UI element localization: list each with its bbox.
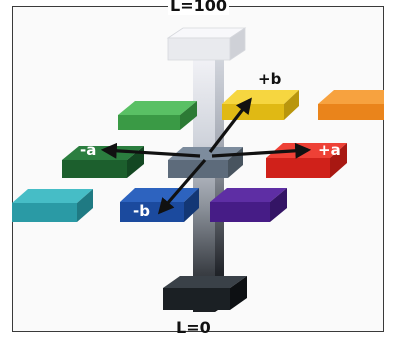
slab-blue bbox=[120, 188, 199, 222]
slab-orange bbox=[318, 90, 384, 120]
slab-black bbox=[163, 276, 247, 310]
label-plus-a: +a bbox=[318, 141, 341, 159]
slab-violet bbox=[210, 188, 287, 222]
label-minus-a: -a bbox=[80, 141, 97, 159]
axis-minus-a-arrow bbox=[100, 142, 201, 159]
axis-arrows bbox=[100, 97, 312, 215]
slab-white bbox=[166, 27, 247, 61]
slab-teal bbox=[12, 189, 93, 222]
lightness-column bbox=[193, 46, 224, 312]
label-l-0: L=0 bbox=[176, 318, 211, 337]
axis-plus-b-arrow bbox=[208, 97, 252, 153]
label-plus-b: +b bbox=[258, 70, 282, 88]
label-l-100: L=100 bbox=[168, 0, 229, 15]
slab-green-top bbox=[118, 101, 197, 115]
axis-plus-a-arrow bbox=[211, 142, 312, 159]
center-gray-cube bbox=[168, 147, 243, 178]
label-minus-b: -b bbox=[133, 202, 150, 220]
slab-green bbox=[118, 101, 197, 130]
slab-yellow bbox=[222, 90, 299, 120]
axis-minus-b-arrow bbox=[157, 158, 207, 215]
